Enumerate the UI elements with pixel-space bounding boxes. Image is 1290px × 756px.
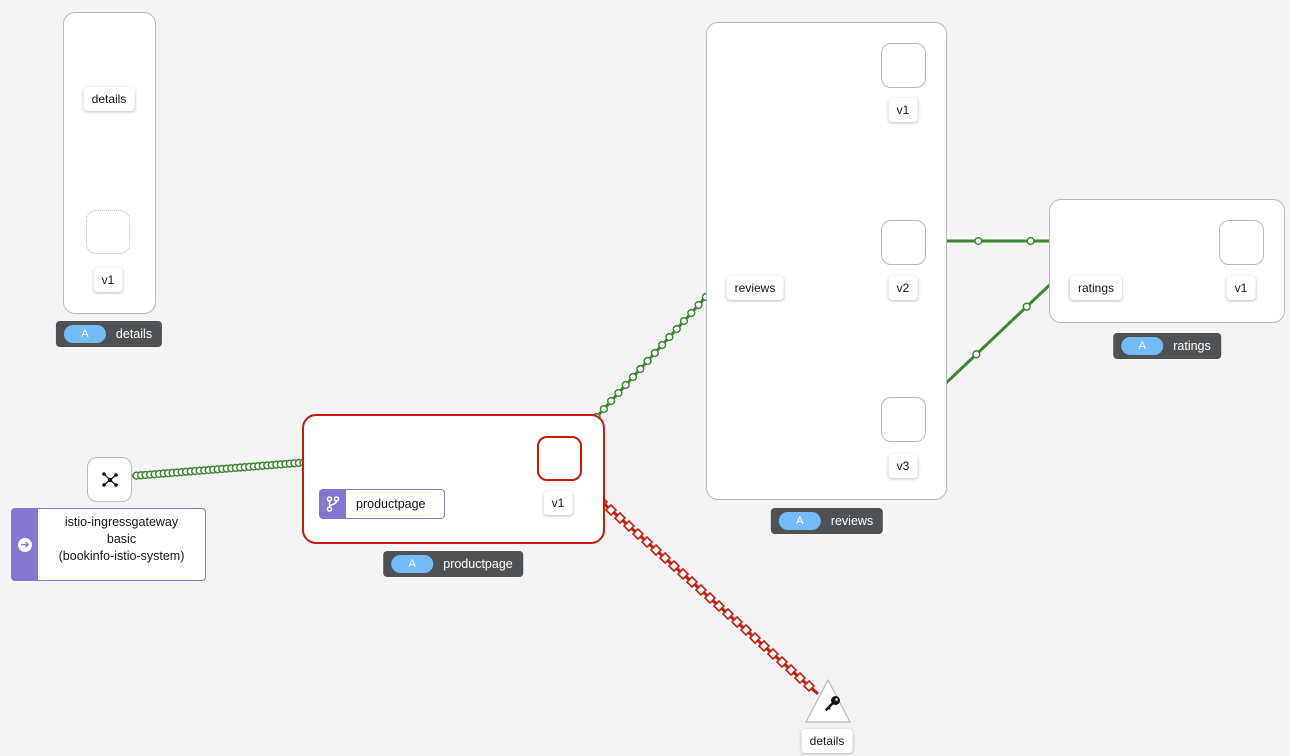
app-badge: A xyxy=(778,512,821,530)
edge-v1-reviews-traffic-dot xyxy=(606,396,616,406)
details-v1-label: v1 xyxy=(93,268,123,292)
details-group-box[interactable] xyxy=(63,12,156,314)
gateway-label-text: istio-ingressgateway basic (bookinfo-ist… xyxy=(38,509,205,580)
edges-layer xyxy=(131,86,1217,696)
details-v1-node[interactable] xyxy=(86,210,130,254)
edge-v3-ratings-traffic-dot xyxy=(1022,302,1031,311)
edge-v1-reviews-traffic-dot xyxy=(614,388,623,398)
branch-icon xyxy=(320,490,346,518)
edge-v1-external-details-traffic-dot xyxy=(676,567,690,581)
edge-v1-external-details-traffic-dot xyxy=(703,591,717,605)
edge-v1-external-details-traffic-dot xyxy=(748,631,762,645)
edge-v1-reviews-traffic-dot xyxy=(650,348,660,358)
edge-v1-external-details-traffic-dot xyxy=(721,607,735,621)
edge-v1-reviews-traffic-dot xyxy=(643,356,652,366)
gateway-namespace: (bookinfo-istio-system) xyxy=(58,549,185,563)
ratings-v1-label: v1 xyxy=(1226,276,1256,300)
reviews-v1-node[interactable] xyxy=(881,43,926,88)
edge-v1-reviews-traffic-dot xyxy=(657,340,667,350)
edge-v1-external-details xyxy=(574,476,819,696)
edge-v1-reviews-traffic-dot xyxy=(679,316,689,326)
reviews-service-label: reviews xyxy=(726,276,784,300)
edge-v1-reviews-traffic-dot xyxy=(636,364,645,374)
edge-v1-external-details-traffic-dot xyxy=(793,671,807,685)
edge-v3-ratings-traffic-dot xyxy=(972,350,981,359)
edge-v1-external-details-traffic-dot xyxy=(784,663,798,677)
shapes-layer xyxy=(86,37,1117,723)
productpage-v1-label: v1 xyxy=(543,491,573,515)
gateway-label[interactable]: ➜ istio-ingressgateway basic (bookinfo-i… xyxy=(11,508,206,581)
group-name: reviews xyxy=(830,514,874,528)
edge-v1-reviews-traffic-dot xyxy=(665,332,674,342)
edge-v1-reviews-traffic-dot xyxy=(687,308,696,318)
group-name: ratings xyxy=(1173,339,1211,353)
reviews-group-label[interactable]: A reviews xyxy=(770,508,884,534)
ratings-service-label: ratings xyxy=(1069,276,1123,300)
edge-v1-reviews-traffic-dot xyxy=(599,404,609,414)
edge-v1-external-details-traffic-dot xyxy=(730,615,744,629)
group-name: productpage xyxy=(443,557,513,571)
edge-v1-external-details-traffic-dot xyxy=(622,519,636,533)
group-name: details xyxy=(115,327,153,341)
edge-v1-reviews-traffic-dot xyxy=(672,324,681,334)
edge-v1-reviews-traffic-dot xyxy=(621,380,630,390)
edge-v1-external-details-traffic-dot xyxy=(766,647,780,661)
reviews-v1-label: v1 xyxy=(888,98,918,122)
edge-v1-external-details-traffic-dot xyxy=(640,535,654,549)
edge-v1-external-details-traffic-dot xyxy=(739,623,753,637)
external-details-label: details xyxy=(801,729,853,753)
ratings-group-label[interactable]: A ratings xyxy=(1113,333,1221,359)
app-badge: A xyxy=(63,325,106,343)
edge-v1-external-details-traffic-dot xyxy=(604,503,618,517)
arrow-circle-icon: ➜ xyxy=(12,509,38,580)
app-badge: A xyxy=(391,555,434,573)
edge-v1-external-details-traffic-dot xyxy=(649,543,663,557)
edge-v2-ratings-traffic-dot xyxy=(1026,236,1035,246)
productpage-group-label[interactable]: A productpage xyxy=(383,551,523,577)
edge-v1-reviews-traffic-dot xyxy=(628,372,638,382)
reviews-v2-node[interactable] xyxy=(881,220,926,265)
gateway-name: istio-ingressgateway xyxy=(64,515,179,529)
productpage-v1-node[interactable] xyxy=(537,436,582,481)
edge-v1-external-details-traffic-dot xyxy=(667,559,681,573)
edge-v2-ratings-traffic-dot xyxy=(974,236,983,246)
details-group-label[interactable]: A details xyxy=(55,321,163,347)
reviews-v3-node[interactable] xyxy=(881,397,926,442)
edge-v1-external-details-traffic-dot xyxy=(613,511,627,525)
gateway-version: basic xyxy=(106,532,137,546)
edge-v1-external-details-traffic-dot xyxy=(775,655,789,669)
app-badge: A xyxy=(1121,337,1164,355)
edge-v1-external-details-traffic-dot xyxy=(757,639,771,653)
edge-v1-reviews-traffic-dot xyxy=(694,300,703,310)
reviews-v2-label: v2 xyxy=(888,276,918,300)
ratings-v1-node[interactable] xyxy=(1219,220,1264,265)
edge-v1-external-details-traffic-dot xyxy=(631,527,645,541)
productpage-service-label[interactable]: productpage xyxy=(319,489,445,519)
network-icon xyxy=(87,457,132,502)
edge-v1-external-details-traffic-dot xyxy=(712,599,726,613)
key-icon xyxy=(815,688,851,718)
reviews-v3-label: v3 xyxy=(888,454,918,478)
edge-v1-external-details-traffic-dot xyxy=(694,583,708,597)
edge-v1-external-details-traffic-dot xyxy=(685,575,699,589)
edge-v1-external-details-traffic-dot xyxy=(802,679,816,693)
details-service-label: details xyxy=(83,87,135,111)
productpage-service-text: productpage xyxy=(356,497,426,511)
edge-v1-external-details-traffic-dot xyxy=(658,551,672,565)
